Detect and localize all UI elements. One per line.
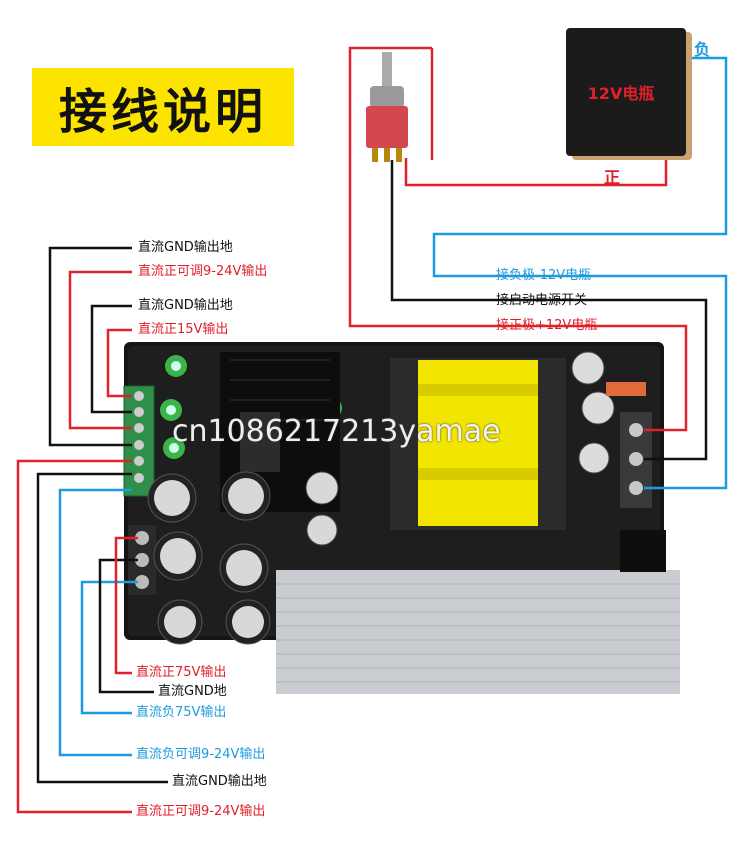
toggle-switch-icon [366, 52, 408, 162]
label-dc-pos-75v: 直流正75V输出 [136, 665, 227, 680]
label-dc-neg-adj: 直流负可调9-24V输出 [136, 747, 266, 762]
battery-12v: 12V电瓶 [566, 28, 686, 156]
label-dc-gnd: 直流GND地 [158, 684, 227, 699]
battery-label: 12V电瓶 [587, 84, 655, 103]
label-dc-pos-15v: 直流正15V输出 [138, 322, 229, 337]
page-title: 接线说明 [58, 84, 267, 140]
watermark-text: cn1086217213yamae [172, 414, 501, 449]
label-dc-pos-adj-2: 直流正可调9-24V输出 [136, 804, 266, 819]
label-gnd-output-1: 直流GND输出地 [138, 240, 233, 255]
battery-positive-tag: 正 [604, 168, 621, 187]
label-gnd-output-3: 直流GND输出地 [172, 774, 267, 789]
battery-negative-tag: 负 [694, 40, 711, 59]
power-board [123, 342, 680, 694]
label-battery-negative: 接负极-12V电瓶 [496, 268, 592, 283]
label-start-switch: 接启动电源开关 [496, 293, 588, 308]
title-banner: 接线说明 [32, 68, 294, 146]
label-gnd-output-2: 直流GND输出地 [138, 298, 233, 313]
label-dc-neg-75v: 直流负75V输出 [136, 705, 227, 720]
label-battery-positive: 接正极+12V电瓶 [496, 318, 598, 333]
label-dc-pos-adj-1: 直流正可调9-24V输出 [138, 264, 268, 279]
